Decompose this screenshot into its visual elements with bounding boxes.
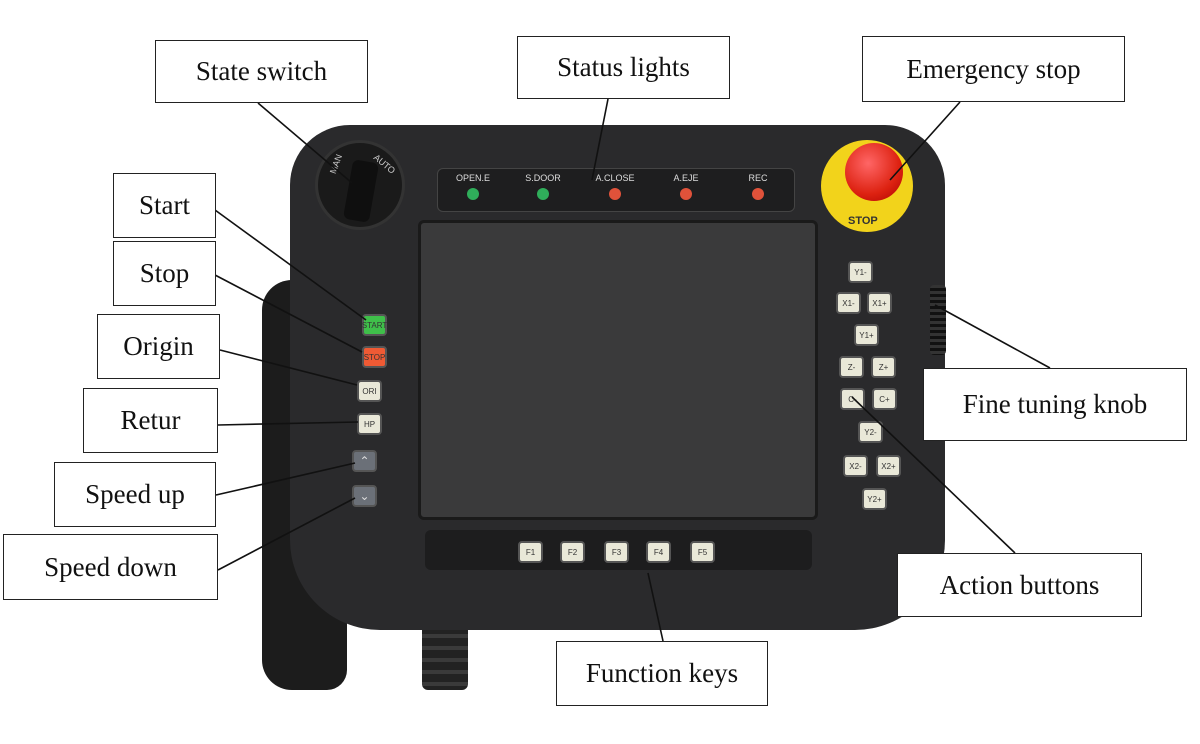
status-lights-panel: OPEN.E S.DOOR A.CLOSE A.EJE REC (437, 168, 795, 212)
label-emergency-stop: Emergency stop (862, 36, 1125, 102)
label-state-switch: State switch (155, 40, 368, 103)
f3-key[interactable]: F3 (604, 541, 629, 563)
chevron-up-icon: ⌃ (359, 454, 370, 468)
leader-function-keys (647, 572, 664, 642)
leader-fine-knob (934, 304, 1051, 369)
label-status-lights: Status lights (517, 36, 730, 99)
action-z-minus[interactable]: Z- (839, 356, 864, 378)
status-light-s-door: S.DOOR (508, 173, 578, 200)
light-label: OPEN.E (455, 173, 490, 183)
leader-start (214, 209, 367, 321)
state-switch[interactable]: MAN AUTO (315, 140, 405, 230)
f2-key[interactable]: F2 (560, 541, 585, 563)
label-origin: Origin (97, 314, 220, 379)
chevron-down-icon: ⌄ (359, 489, 370, 503)
label-start: Start (113, 173, 216, 238)
action-z-plus[interactable]: Z+ (871, 356, 896, 378)
action-y1-plus[interactable]: Y1+ (854, 324, 879, 346)
label-retur: Retur (83, 388, 218, 453)
speed-down-button[interactable]: ⌄ (352, 485, 377, 507)
leader-speed-down (217, 497, 356, 571)
status-light-rec: REC (723, 173, 793, 200)
emergency-stop-button[interactable] (845, 143, 903, 201)
return-home-button[interactable]: HP (357, 413, 382, 435)
led (752, 188, 764, 200)
leader-action-buttons (851, 396, 1016, 554)
status-light-a-close: A.CLOSE (580, 173, 650, 200)
speed-up-button[interactable]: ⌃ (352, 450, 377, 472)
start-button[interactable]: START (362, 314, 387, 336)
action-x2-minus[interactable]: X2- (843, 455, 868, 477)
leader-stop (214, 274, 363, 353)
label-function-keys: Function keys (556, 641, 768, 706)
light-label: A.CLOSE (595, 173, 635, 183)
status-light-open-e: OPEN.E (438, 173, 508, 200)
label-fine-tuning-knob: Fine tuning knob (923, 368, 1187, 441)
light-label: A.EJE (673, 173, 699, 183)
led (467, 188, 479, 200)
leader-state-switch (257, 102, 353, 184)
status-light-a-eje: A.EJE (651, 173, 721, 200)
light-label: REC (748, 173, 768, 183)
led (537, 188, 549, 200)
action-x1-plus[interactable]: X1+ (867, 292, 892, 314)
fine-tuning-knob[interactable] (930, 285, 946, 355)
label-stop: Stop (113, 241, 216, 306)
display-screen[interactable] (418, 220, 818, 520)
leader-origin (219, 349, 358, 386)
light-label: S.DOOR (525, 173, 561, 183)
origin-button[interactable]: ORI (357, 380, 382, 402)
action-x1-minus[interactable]: X1- (836, 292, 861, 314)
leader-speed-up (215, 462, 356, 496)
leader-status-lights (591, 98, 609, 181)
action-c-plus[interactable]: C+ (872, 388, 897, 410)
leader-emergency-stop (889, 101, 961, 181)
label-speed-down: Speed down (3, 534, 218, 600)
action-y2-plus[interactable]: Y2+ (862, 488, 887, 510)
f5-key[interactable]: F5 (690, 541, 715, 563)
label-action-buttons: Action buttons (897, 553, 1142, 617)
label-speed-up: Speed up (54, 462, 216, 527)
action-y2-minus[interactable]: Y2- (858, 421, 883, 443)
f4-key[interactable]: F4 (646, 541, 671, 563)
emergency-stop-text: STOP (848, 215, 878, 227)
leader-retur (217, 421, 359, 426)
led (609, 188, 621, 200)
stop-button[interactable]: STOP (362, 346, 387, 368)
action-y1-minus[interactable]: Y1- (848, 261, 873, 283)
action-x2-plus[interactable]: X2+ (876, 455, 901, 477)
led (680, 188, 692, 200)
f1-key[interactable]: F1 (518, 541, 543, 563)
